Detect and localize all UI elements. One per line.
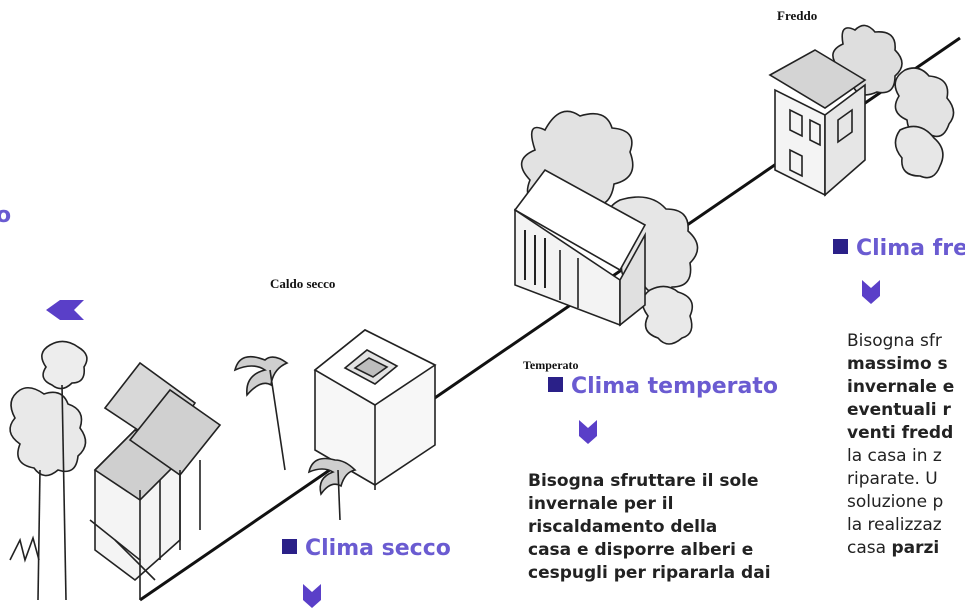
left-heading-fragment: o <box>0 203 12 228</box>
temperato-house-drawing <box>513 110 699 345</box>
left-arrow-icon <box>46 300 84 320</box>
down-arrow-icon <box>579 420 597 444</box>
body-line: soluzione p <box>847 492 944 512</box>
bullet-square-icon <box>548 377 563 392</box>
temperato-caption: Temperato <box>523 358 579 372</box>
caldo-secco-caption: Caldo secco <box>270 276 336 291</box>
body-line: casa e disporre alberi e <box>528 540 754 560</box>
body-line-mixed: casa parzi <box>847 537 965 560</box>
clima-secco-heading: Clima secco <box>282 536 451 561</box>
body-bold: parzi <box>891 538 940 558</box>
body-line-bold: massimo s <box>847 354 948 374</box>
clima-temperato-label: Clima temperato <box>571 374 779 399</box>
clima-freddo-body: Bisogna sfr massimo s invernale e eventu… <box>847 330 965 560</box>
body-plain: casa <box>847 538 892 558</box>
body-line: cespugli per ripararla dai <box>528 563 771 583</box>
freddo-caption: Freddo <box>777 8 818 23</box>
body-line: la casa in z <box>847 446 942 466</box>
tropical-houses-drawing <box>9 340 222 601</box>
bullet-square-icon <box>833 239 848 254</box>
freddo-house-drawing <box>768 24 955 197</box>
clima-freddo-heading: Clima fre <box>833 236 965 261</box>
body-line: riscaldamento della <box>528 517 718 537</box>
body-line: Bisogna sfr <box>847 331 942 351</box>
down-arrow-icon <box>303 584 321 608</box>
body-line: invernale per il <box>528 494 674 514</box>
clima-secco-label: Clima secco <box>305 536 451 561</box>
body-line-bold: venti fredd <box>847 423 954 443</box>
body-line: Bisogna sfruttare il sole <box>528 471 759 491</box>
clima-temperato-heading: Clima temperato <box>548 374 778 399</box>
clima-freddo-label: Clima fre <box>856 236 965 261</box>
bullet-square-icon <box>282 539 297 554</box>
body-line-bold: eventuali r <box>847 400 951 420</box>
caldo-secco-house-drawing <box>233 329 437 521</box>
body-line: la realizzaz <box>847 515 942 535</box>
body-line: riparate. U <box>847 469 938 489</box>
down-arrow-icon <box>862 280 880 304</box>
clima-temperato-body: Bisogna sfruttare il sole invernale per … <box>528 470 798 585</box>
body-line-bold: invernale e <box>847 377 955 397</box>
